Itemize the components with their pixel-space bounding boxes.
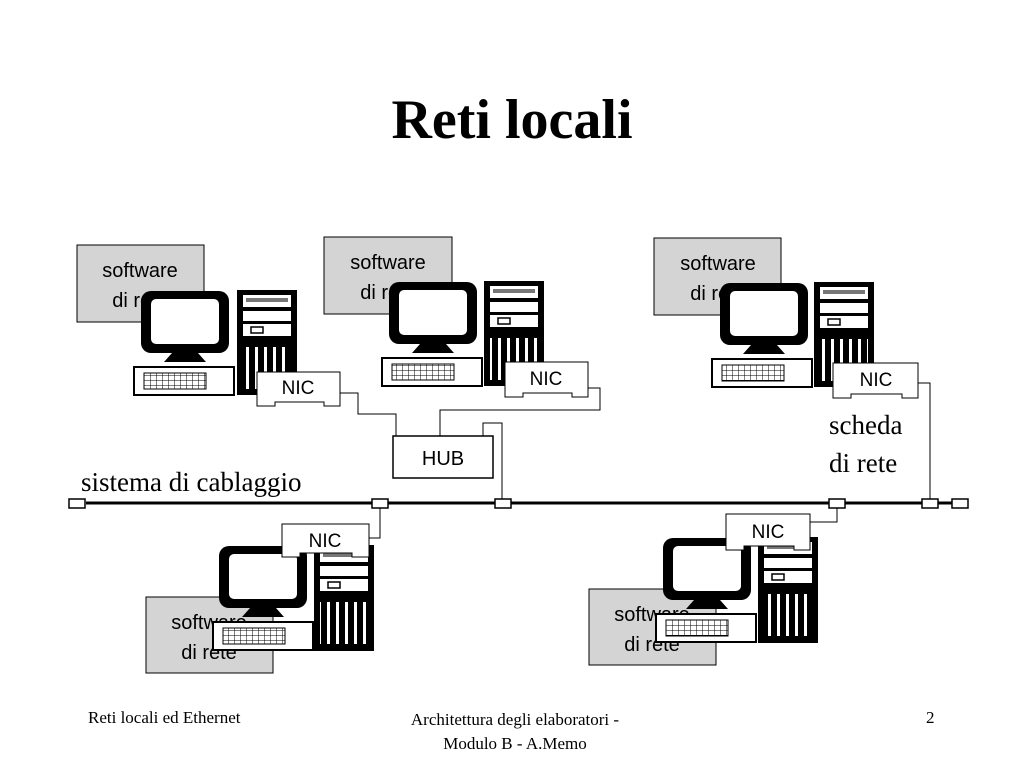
computer-monitor-icon bbox=[141, 291, 229, 362]
keyboard-icon bbox=[655, 613, 757, 643]
nic-label: NIC bbox=[860, 370, 893, 391]
scheda-label: scheda bbox=[829, 410, 902, 440]
network-card-icon: NIC bbox=[725, 513, 811, 551]
software-label: software bbox=[680, 253, 756, 275]
computer-monitor-icon bbox=[389, 282, 477, 353]
network-card-icon: NIC bbox=[832, 362, 919, 399]
computer-monitor-icon bbox=[663, 538, 751, 609]
nic-label: NIC bbox=[530, 369, 563, 390]
cable-hub-bus bbox=[482, 422, 503, 499]
page-number: 2 bbox=[926, 708, 935, 727]
footer-course-line2: Modulo B - A.Memo bbox=[443, 734, 587, 753]
terminator-right-icon bbox=[951, 498, 969, 509]
network-card-icon: NIC bbox=[256, 371, 341, 407]
footer-course-topic: Reti locali ed Ethernet bbox=[88, 708, 241, 727]
software-label: software bbox=[350, 252, 426, 274]
hub-label: HUB bbox=[422, 448, 464, 470]
computer-monitor-icon bbox=[219, 546, 307, 617]
keyboard-icon bbox=[381, 357, 483, 387]
hub-icon bbox=[392, 435, 494, 479]
cabling-label: sistema di cablaggio bbox=[81, 467, 301, 497]
keyboard-icon bbox=[133, 366, 235, 396]
cable-pc5-bus bbox=[810, 508, 838, 523]
cable-pc2-hub bbox=[439, 387, 601, 436]
cable-pc3-bus bbox=[918, 382, 931, 499]
keyboard-icon bbox=[711, 358, 813, 388]
nic-label: NIC bbox=[309, 531, 342, 552]
workstation-5: software di rete NIC bbox=[588, 513, 818, 666]
t-connector-icon bbox=[371, 498, 389, 509]
di-rete-label: di rete bbox=[829, 448, 897, 478]
keyboard-icon bbox=[212, 621, 314, 651]
computer-tower-icon bbox=[758, 537, 818, 643]
t-connector-icon bbox=[921, 498, 939, 509]
terminator-left-icon bbox=[68, 498, 86, 509]
cable-pc4-bus bbox=[369, 508, 381, 539]
nic-label: NIC bbox=[752, 522, 785, 543]
cable-pc1-hub bbox=[340, 392, 397, 436]
workstation-1: software di rete NIC bbox=[76, 244, 341, 407]
network-card-icon: NIC bbox=[281, 523, 370, 558]
t-connector-icon bbox=[828, 498, 846, 509]
software-label: software bbox=[102, 260, 178, 282]
workstation-2: software di rete NIC bbox=[323, 236, 589, 398]
computer-monitor-icon bbox=[720, 283, 808, 354]
computer-tower-icon bbox=[314, 545, 374, 651]
workstation-4: software di rete NIC bbox=[145, 523, 374, 674]
nic-label: NIC bbox=[282, 378, 315, 399]
t-connector-icon bbox=[494, 498, 512, 509]
slide-title: Reti locali bbox=[391, 89, 633, 151]
network-card-icon: NIC bbox=[504, 361, 589, 398]
footer-course-line1: Architettura degli elaboratori - bbox=[410, 710, 620, 729]
workstation-3: software di rete NIC bbox=[653, 237, 919, 399]
footer-course-info: Architettura degli elaboratori - Modulo … bbox=[370, 708, 660, 756]
